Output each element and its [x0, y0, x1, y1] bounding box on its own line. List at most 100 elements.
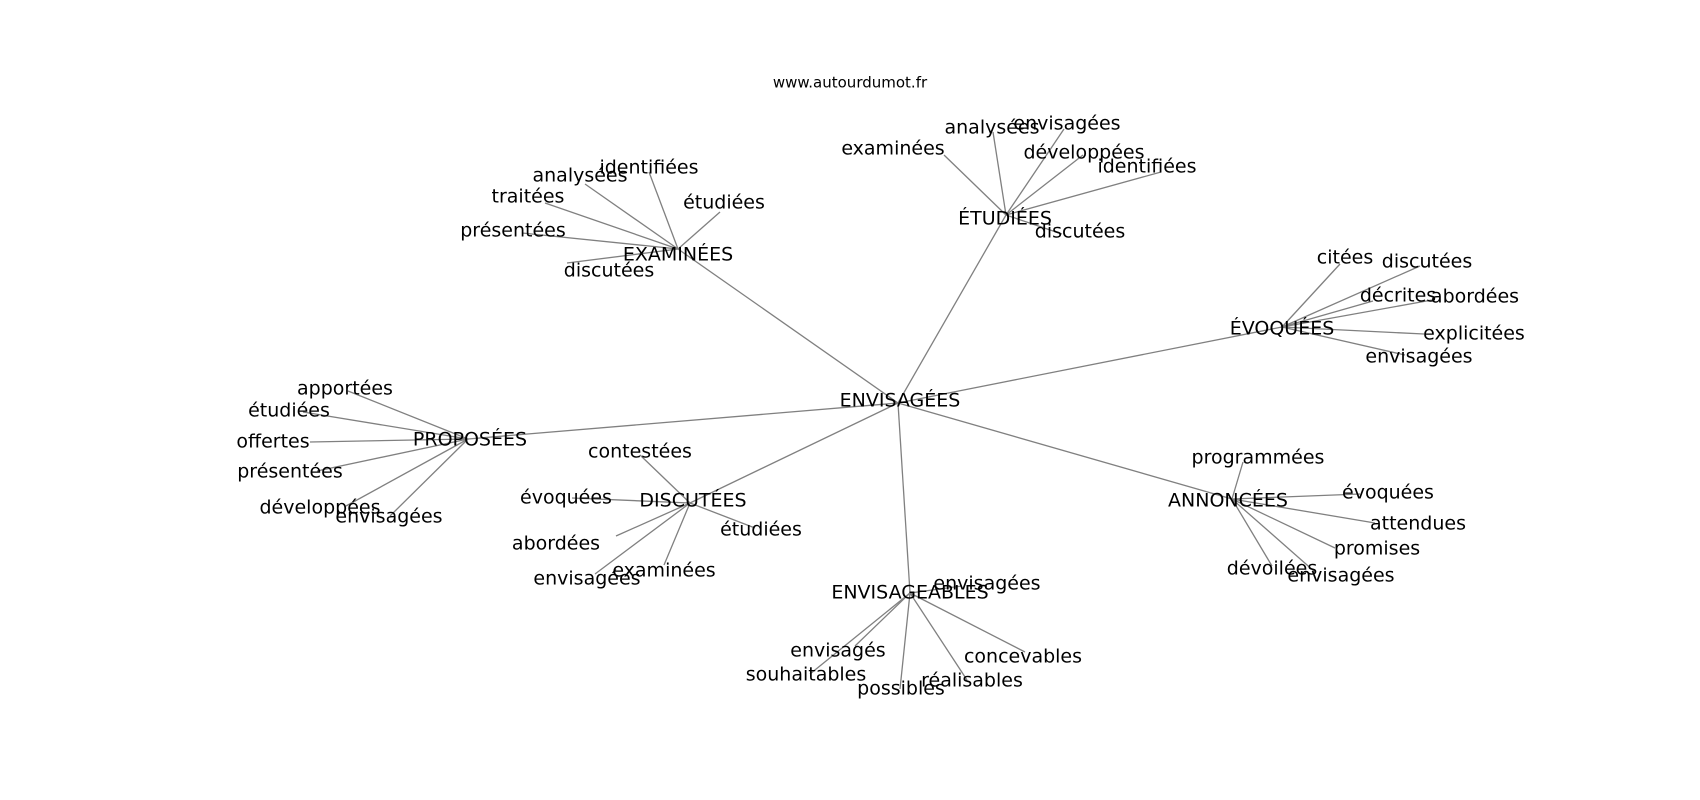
- leaf-word[interactable]: envisagées: [933, 573, 1040, 595]
- edge-discutees-leaf: [571, 497, 691, 504]
- leaf-word[interactable]: abordées: [512, 533, 600, 555]
- edge-proposees-leaf: [316, 438, 469, 472]
- leaf-word[interactable]: attendues: [1370, 513, 1466, 535]
- leaf-word[interactable]: explicitées: [1423, 323, 1525, 345]
- edge-discutees-leaf: [663, 502, 691, 566]
- leaf-word[interactable]: concevables: [964, 646, 1082, 668]
- edge-examinees-leaf: [677, 211, 721, 250]
- leaf-word[interactable]: traitées: [492, 186, 565, 208]
- leaf-word[interactable]: décrites: [1360, 285, 1436, 307]
- leaf-word[interactable]: discutées: [564, 260, 654, 282]
- graph-labels: www.autourdumot.fr ENVISAGÉES identifiée…: [236, 74, 1524, 700]
- site-credit: www.autourdumot.fr: [773, 74, 928, 92]
- edge-discutees-leaf: [639, 454, 691, 504]
- edge-annoncees-leaf: [1231, 498, 1336, 549]
- leaf-word[interactable]: étudiées: [720, 519, 802, 541]
- edge-proposees-leaf: [345, 438, 469, 507]
- leaf-word[interactable]: discutées: [1382, 251, 1472, 273]
- leaf-word[interactable]: évoquées: [1342, 482, 1434, 504]
- edge-examinees-leaf: [566, 248, 679, 264]
- edge-evoquees-leaf: [1281, 263, 1341, 328]
- leaf-word[interactable]: développées: [1024, 142, 1145, 164]
- leaf-word[interactable]: contestées: [588, 441, 692, 463]
- hub-etudiees[interactable]: ÉTUDIÉES: [958, 207, 1052, 230]
- edge-annoncees-leaf: [1231, 498, 1316, 573]
- leaf-word[interactable]: examinées: [841, 138, 944, 160]
- edge-proposees-leaf: [309, 438, 469, 443]
- hub-annoncees[interactable]: ANNONCÉES: [1168, 489, 1288, 512]
- leaf-word[interactable]: envisagées: [1365, 346, 1472, 368]
- leaf-word[interactable]: citées: [1317, 247, 1373, 269]
- hub-proposees[interactable]: PROPOSÉES: [413, 428, 527, 451]
- edge-evoquees-leaf: [1281, 326, 1406, 356]
- edge-annoncees-leaf: [1231, 493, 1361, 500]
- leaf-word[interactable]: envisagées: [335, 506, 442, 528]
- edge-examinees-leaf: [544, 202, 679, 250]
- edge-root-examinees: [677, 248, 899, 404]
- edge-envisageables-leaf: [899, 592, 911, 690]
- edge-annoncees-leaf: [1231, 461, 1244, 500]
- edge-root-evoquees: [897, 326, 1283, 404]
- graph-edges: [302, 128, 1433, 690]
- edge-etudiees-leaf: [1005, 128, 1065, 216]
- hub-evoquees[interactable]: ÉVOQUÉES: [1230, 317, 1335, 340]
- leaf-word[interactable]: développées: [260, 497, 381, 519]
- edge-envisageables-leaf: [909, 592, 1026, 653]
- edge-envisageables-leaf: [909, 592, 968, 681]
- leaf-word[interactable]: analysées: [944, 117, 1039, 139]
- edge-etudiees-leaf: [1005, 214, 1063, 235]
- leaf-word[interactable]: présentées: [460, 220, 566, 242]
- edge-annoncees-leaf: [1231, 498, 1273, 567]
- edge-etudiees-leaf: [1005, 154, 1084, 216]
- leaf-word[interactable]: apportées: [297, 378, 393, 400]
- edge-root-proposees: [467, 402, 899, 440]
- edge-examinees-leaf: [648, 171, 679, 250]
- edge-discutees-leaf: [615, 502, 691, 537]
- hub-envisageables[interactable]: ENVISAGEABLES: [831, 582, 988, 604]
- leaf-word[interactable]: identifiées: [599, 157, 698, 179]
- leaf-word[interactable]: étudiées: [248, 400, 330, 422]
- leaf-word[interactable]: possibles: [857, 678, 945, 700]
- leaf-word[interactable]: envisagées: [1013, 113, 1120, 135]
- edge-root-etudiees: [897, 214, 1007, 404]
- edge-root-envisageables: [897, 402, 911, 594]
- leaf-word[interactable]: envisagées: [1287, 565, 1394, 587]
- edge-evoquees-leaf: [1281, 326, 1425, 335]
- edge-root-discutees: [689, 402, 899, 504]
- leaf-word[interactable]: examinées: [612, 560, 715, 582]
- leaf-word[interactable]: étudiées: [683, 192, 765, 214]
- root-node[interactable]: ENVISAGÉES: [840, 389, 961, 412]
- leaf-word[interactable]: offertes: [236, 431, 309, 453]
- leaf-word[interactable]: promises: [1334, 538, 1420, 560]
- leaf-word[interactable]: réalisables: [921, 670, 1023, 692]
- leaf-word[interactable]: abordées: [1431, 286, 1519, 308]
- edge-evoquees-leaf: [1281, 299, 1433, 328]
- leaf-word[interactable]: présentées: [237, 461, 343, 483]
- edge-proposees-leaf: [389, 438, 469, 517]
- edge-evoquees-leaf: [1281, 265, 1421, 328]
- edge-proposees-leaf: [302, 411, 469, 440]
- leaf-word[interactable]: envisagées: [533, 568, 640, 590]
- leaf-word[interactable]: évoquées: [520, 487, 612, 509]
- edge-envisageables-leaf: [809, 592, 911, 675]
- edge-discutees-leaf: [689, 502, 756, 529]
- edge-examinees-leaf: [584, 183, 679, 250]
- leaf-word[interactable]: discutées: [1035, 221, 1125, 243]
- leaf-word[interactable]: dévoilées: [1227, 558, 1317, 580]
- edge-evoquees-leaf: [1281, 300, 1374, 328]
- leaf-word[interactable]: programmées: [1192, 447, 1325, 469]
- leaf-word[interactable]: analysées: [532, 165, 627, 187]
- leaf-word[interactable]: souhaitables: [746, 664, 867, 686]
- leaf-word[interactable]: identifiées: [1097, 156, 1196, 178]
- edge-root-annoncees: [897, 402, 1233, 500]
- edge-annoncees-leaf: [1231, 498, 1376, 524]
- edge-etudiees-leaf: [992, 131, 1007, 216]
- leaf-word[interactable]: envisagés: [790, 640, 885, 662]
- hub-discutees[interactable]: DISCUTÉES: [639, 489, 746, 512]
- edge-envisageables-leaf: [909, 585, 963, 594]
- hub-examinees[interactable]: EXAMINÉES: [623, 243, 733, 266]
- edge-examinees-leaf: [521, 232, 679, 250]
- edge-envisageables-leaf: [854, 592, 911, 647]
